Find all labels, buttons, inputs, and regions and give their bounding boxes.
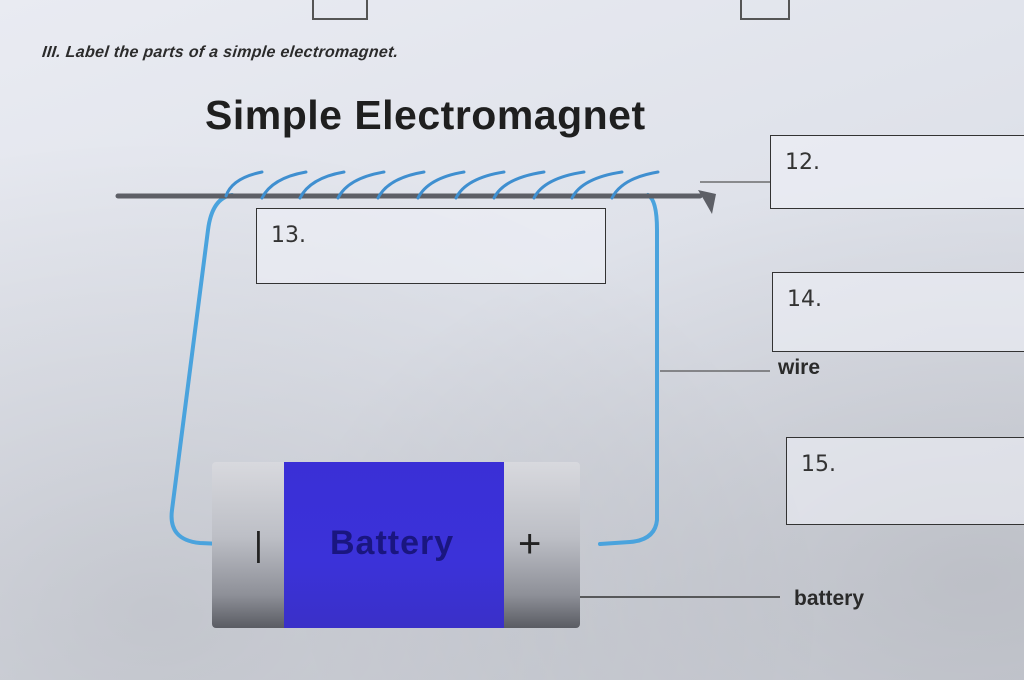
- wire-coil: [224, 170, 660, 200]
- battery-positive-terminal: +: [518, 522, 542, 566]
- answer-box-14[interactable]: 14.: [772, 272, 1024, 352]
- box-number-14: 14.: [787, 287, 822, 312]
- battery-label-band: [284, 462, 504, 628]
- box-number-12: 12.: [785, 150, 820, 175]
- nail-head: [698, 190, 716, 214]
- answer-box-13[interactable]: 13.: [256, 208, 606, 284]
- battery-text: Battery: [330, 524, 455, 562]
- box-number-15: 15.: [801, 452, 836, 477]
- wire-label: wire: [778, 356, 821, 379]
- box-number-13: 13.: [271, 223, 306, 248]
- circuit-wire-right: [598, 193, 659, 546]
- answer-box-15[interactable]: 15.: [786, 437, 1024, 525]
- battery-negative-terminal: |: [254, 526, 263, 564]
- top-box-edge-left: [312, 0, 368, 20]
- answer-box-12[interactable]: 12.: [770, 135, 1024, 209]
- circuit-wire-left: [169, 193, 234, 546]
- worksheet-title: Simple Electromagnet: [205, 92, 646, 138]
- top-box-edge-right: [740, 0, 790, 20]
- battery: | Battery +: [212, 462, 580, 628]
- battery-label: battery: [794, 587, 865, 610]
